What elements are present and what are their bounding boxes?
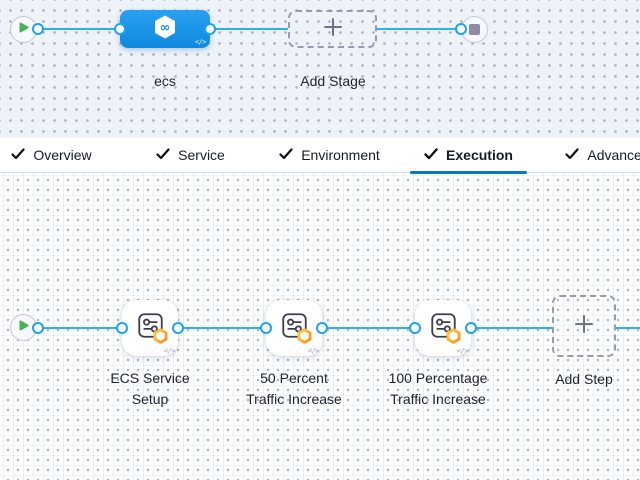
connector-port[interactable] — [260, 322, 272, 334]
play-icon — [17, 319, 30, 337]
step-label-line2: Traffic Increase — [246, 391, 342, 407]
hexagon-badge-icon — [297, 328, 312, 349]
step-label[interactable]: 50 Percent Traffic Increase — [224, 368, 364, 410]
execution-canvas[interactable]: </> </> — [0, 172, 640, 480]
step-label-line2: Traffic Increase — [390, 391, 486, 407]
connector-port[interactable] — [116, 322, 128, 334]
step-label-line1: ECS Service — [110, 370, 190, 386]
tab-environment[interactable]: Environment — [260, 138, 399, 172]
step-label[interactable]: 100 Percentage Traffic Increase — [368, 368, 508, 410]
stage-node-ecs[interactable]: ∞ </> — [120, 10, 210, 48]
step-label-line1: 50 Percent — [260, 370, 328, 386]
code-icon[interactable]: </> — [194, 38, 207, 46]
add-stage-label[interactable]: Add Stage — [300, 73, 366, 89]
step-label-line2: Setup — [131, 391, 169, 407]
step-label[interactable]: ECS Service Setup — [80, 368, 220, 410]
add-step-button[interactable] — [552, 295, 616, 357]
stage-wire — [377, 28, 461, 30]
stage-canvas[interactable]: ∞ </> ecs Add Stage — [0, 0, 640, 138]
tab-label: Advanced — [587, 147, 640, 163]
step-node-ecs-service-setup[interactable]: </> — [122, 300, 178, 356]
hexagon-infinity-icon: ∞ — [154, 15, 176, 44]
tab-label: Service — [178, 147, 225, 163]
active-tab-underline — [410, 171, 527, 174]
stage-label[interactable]: ecs — [154, 73, 176, 89]
step-node-50-percent-traffic[interactable]: </> — [266, 300, 322, 356]
tab-label: Environment — [301, 147, 380, 163]
connector-port[interactable] — [114, 23, 126, 35]
check-icon — [279, 147, 293, 163]
execution-start-node[interactable] — [10, 314, 37, 341]
step-node-100-percentage-traffic[interactable]: </> — [415, 300, 471, 356]
connector-port[interactable] — [32, 23, 44, 35]
connector-port[interactable] — [32, 322, 44, 334]
step-wire — [616, 327, 640, 329]
plus-icon — [322, 16, 344, 43]
stop-icon — [469, 24, 480, 35]
check-icon — [424, 147, 438, 163]
code-icon[interactable]: </> — [163, 347, 176, 355]
connector-port[interactable] — [204, 23, 216, 35]
connector-port[interactable] — [316, 322, 328, 334]
connector-port[interactable] — [465, 322, 477, 334]
tab-execution[interactable]: Execution — [399, 138, 538, 174]
step-wire — [178, 327, 266, 329]
check-icon — [11, 147, 25, 163]
connector-port[interactable] — [172, 322, 184, 334]
code-icon[interactable]: </> — [307, 347, 320, 355]
plus-icon — [573, 313, 595, 340]
tab-label: Execution — [446, 147, 513, 163]
play-icon — [17, 21, 30, 39]
stage-config-tabbar: Overview Service Environment Execution A… — [0, 138, 640, 174]
add-step-label[interactable]: Add Step — [555, 371, 613, 387]
tab-label: Overview — [33, 147, 92, 163]
tab-service[interactable]: Service — [121, 138, 260, 172]
stage-wire — [39, 28, 120, 30]
tab-advanced[interactable]: Advanced — [538, 138, 640, 172]
add-stage-button[interactable] — [288, 10, 377, 48]
tab-overview[interactable]: Overview — [0, 138, 121, 172]
stage-wire — [210, 28, 288, 30]
check-icon — [565, 147, 579, 163]
step-wire — [322, 327, 415, 329]
step-label-line1: 100 Percentage — [388, 370, 488, 386]
step-wire — [471, 327, 552, 329]
connector-port[interactable] — [409, 322, 421, 334]
connector-port[interactable] — [455, 23, 467, 35]
svg-text:∞: ∞ — [160, 20, 171, 35]
hexagon-badge-icon — [446, 328, 461, 349]
check-icon — [156, 147, 170, 163]
hexagon-badge-icon — [153, 328, 168, 349]
code-icon[interactable]: </> — [456, 347, 469, 355]
step-wire — [39, 327, 122, 329]
